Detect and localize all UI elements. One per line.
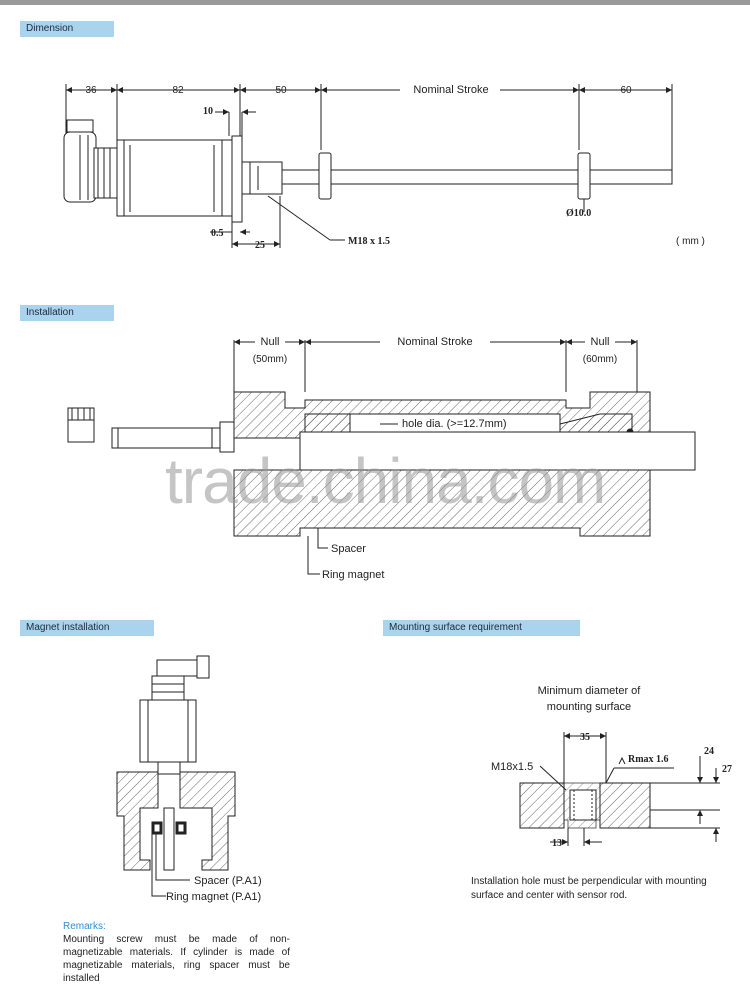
install-hole-diameter: hole dia. (>=12.7mm) bbox=[402, 418, 507, 430]
watermark: trade.china.com bbox=[165, 445, 606, 517]
mounting-dim-24: 24 bbox=[704, 746, 714, 757]
mounting-thread: M18x1.5 bbox=[491, 761, 533, 773]
magnet-ring-magnet-label: Ring magnet (P.A1) bbox=[166, 891, 261, 903]
remarks-body: Mounting screw must be made of non-magne… bbox=[63, 934, 290, 984]
dimension-drawing bbox=[63, 84, 673, 248]
dim-50: 50 bbox=[275, 85, 287, 96]
mounting-title-line2: mounting surface bbox=[547, 701, 631, 713]
dim-rod-diameter: Ø10.0 bbox=[566, 208, 591, 219]
remarks-title: Remarks: bbox=[63, 921, 106, 932]
install-null-left: Null bbox=[261, 336, 280, 348]
mounting-rmax: Rmax 1.6 bbox=[628, 754, 669, 765]
magnet-installation-drawing bbox=[116, 655, 236, 897]
section-tag-dimension: Dimension bbox=[20, 21, 114, 37]
mounting-title-line1: Minimum diameter of bbox=[538, 685, 642, 697]
dim-nominal-stroke: Nominal Stroke bbox=[413, 84, 488, 96]
dim-82: 82 bbox=[172, 85, 184, 96]
install-null-right: Null bbox=[591, 336, 610, 348]
mounting-dim-35: 35 bbox=[580, 732, 590, 743]
dim-10: 10 bbox=[203, 106, 213, 117]
installation-drawing bbox=[67, 339, 696, 575]
install-nominal-stroke: Nominal Stroke bbox=[397, 336, 472, 348]
mounting-dim-27: 27 bbox=[722, 764, 732, 775]
section-tag-magnet-installation: Magnet installation bbox=[20, 620, 154, 636]
dim-0-5: 0.5 bbox=[211, 228, 224, 239]
dim-unit: ( mm ) bbox=[676, 236, 705, 247]
mounting-note: Installation hole must be perpendicular … bbox=[471, 876, 707, 901]
install-spacer-label: Spacer bbox=[331, 543, 366, 555]
install-ring-magnet-label: Ring magnet bbox=[322, 569, 384, 581]
install-null-left-value: (50mm) bbox=[253, 354, 287, 365]
section-tag-mounting-surface: Mounting surface requirement bbox=[383, 620, 580, 636]
install-null-right-value: (60mm) bbox=[583, 354, 617, 365]
magnet-spacer-label: Spacer (P.A1) bbox=[194, 875, 262, 887]
dim-thread: M18 x 1.5 bbox=[348, 236, 390, 247]
remarks: Remarks: Mounting screw must be made of … bbox=[63, 920, 290, 985]
dim-25: 25 bbox=[255, 240, 265, 251]
dim-60: 60 bbox=[620, 85, 632, 96]
section-tag-installation: Installation bbox=[20, 305, 114, 321]
mounting-surface-drawing bbox=[519, 732, 720, 846]
dim-36: 36 bbox=[85, 85, 97, 96]
top-bar bbox=[0, 0, 750, 5]
mounting-dim-13: 13 bbox=[552, 838, 562, 849]
